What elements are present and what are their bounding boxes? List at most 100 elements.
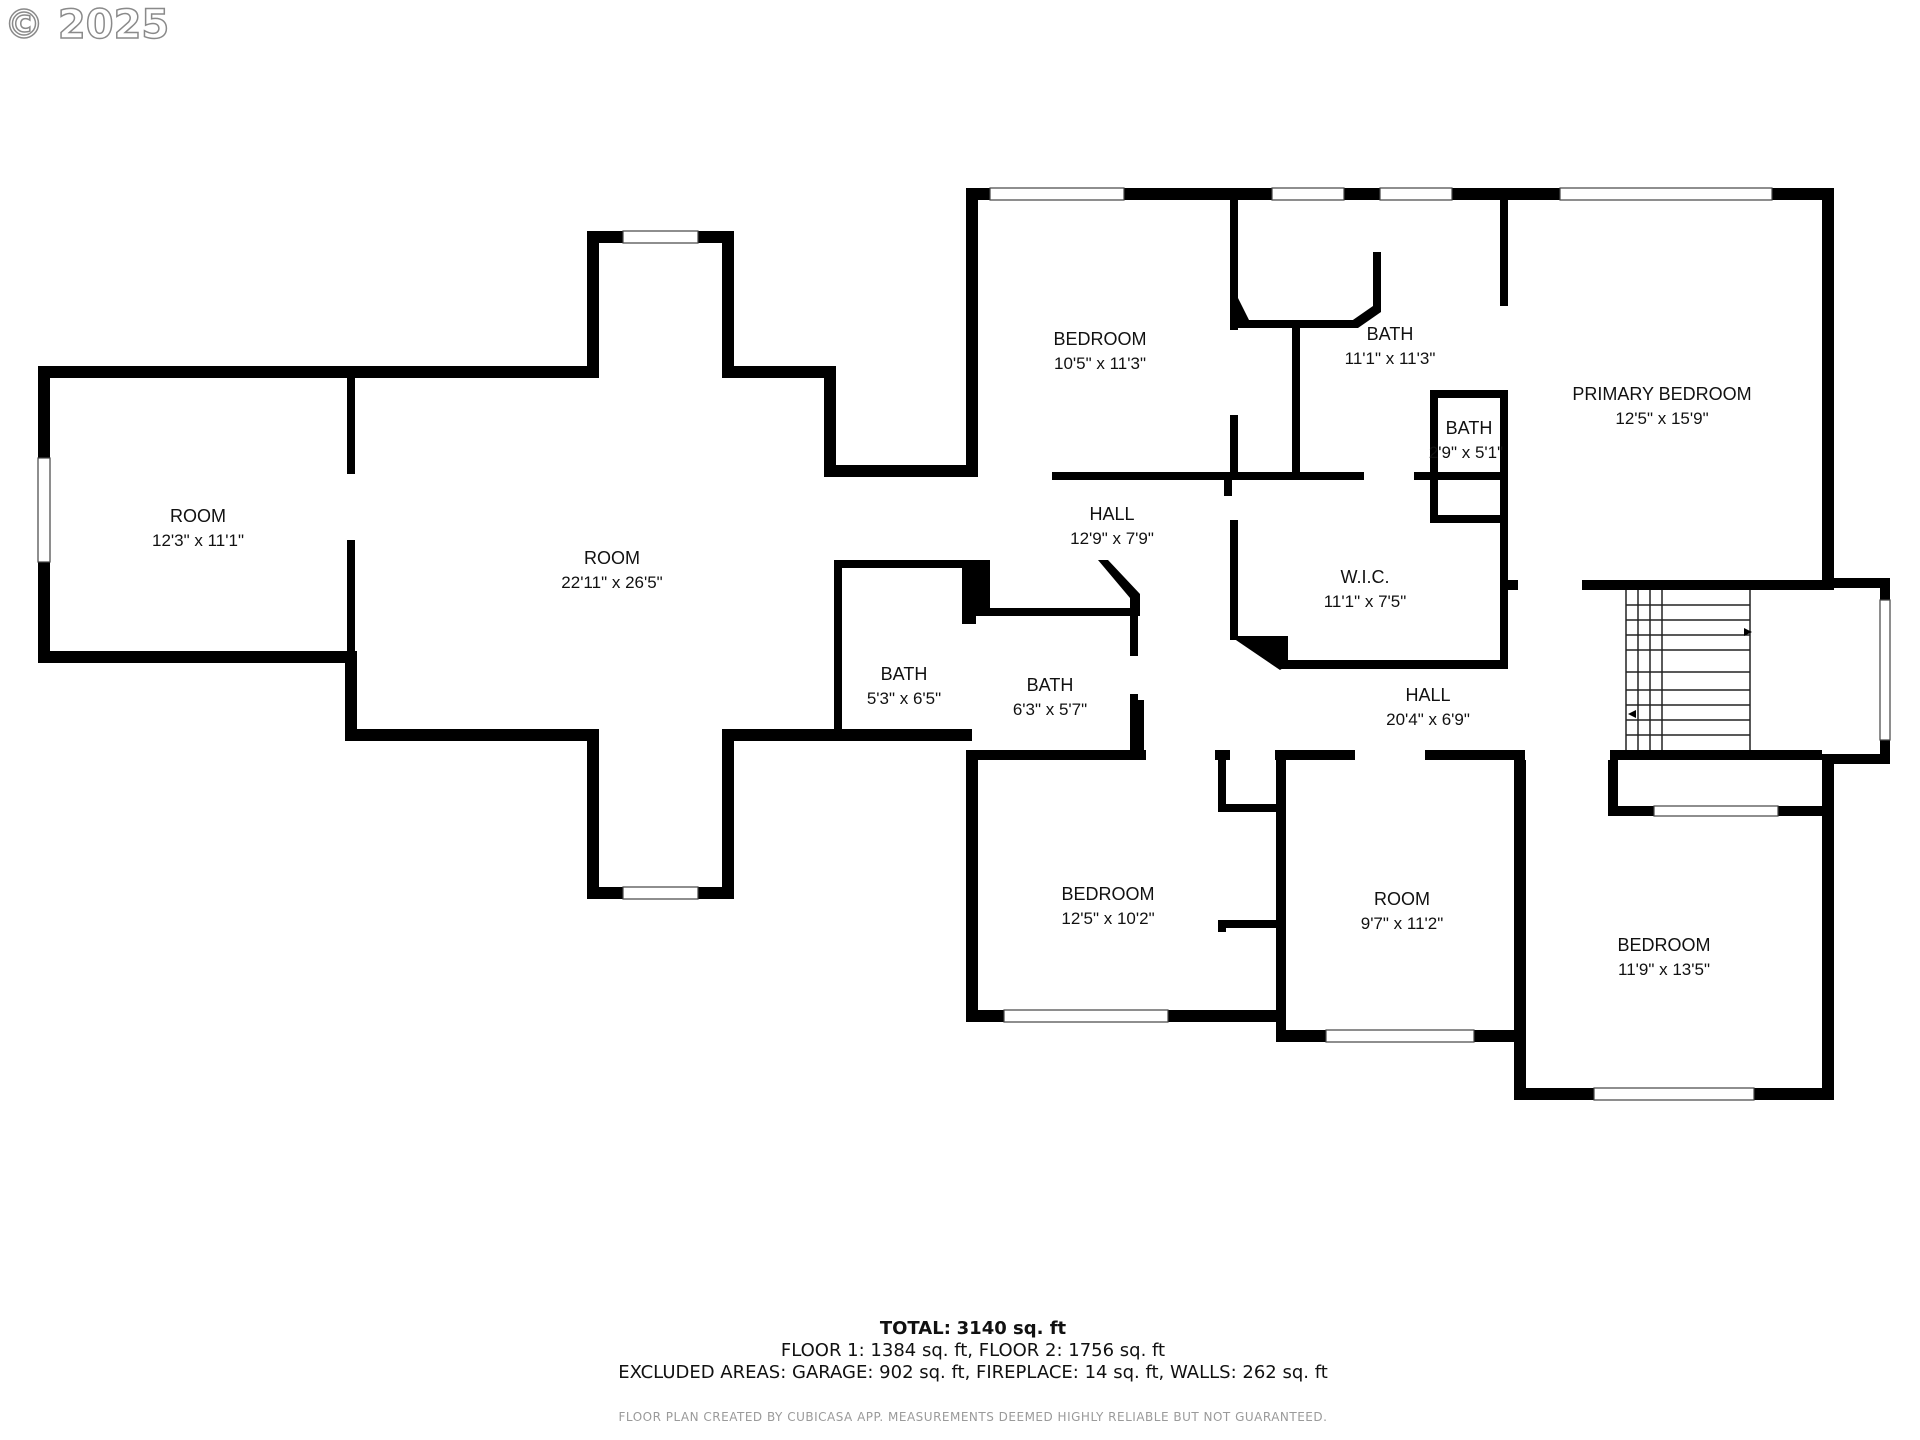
wall — [976, 608, 1136, 616]
window — [1325, 1029, 1475, 1043]
room-name: PRIMARY BEDROOM — [1572, 384, 1751, 404]
wall — [1130, 616, 1138, 656]
room-dims: 11'9" x 13'5" — [1618, 960, 1710, 979]
wall — [1500, 395, 1508, 667]
wall — [834, 560, 842, 735]
wall — [1275, 750, 1355, 760]
wall — [722, 729, 972, 741]
room-dims: 22'11" x 26'5" — [561, 573, 662, 592]
copyright-watermark: © 2025 — [3, 1, 170, 49]
wall — [1130, 694, 1138, 758]
wall — [1500, 196, 1508, 306]
room-name: BEDROOM — [1053, 329, 1146, 349]
walls — [38, 188, 1890, 1100]
windows — [37, 187, 1891, 1101]
wall — [1608, 760, 1618, 816]
excluded-line: EXCLUDED AREAS: GARAGE: 902 sq. ft, FIRE… — [618, 1362, 1328, 1383]
wall — [587, 729, 599, 899]
wall — [1822, 754, 1890, 764]
room-name: ROOM — [170, 506, 226, 526]
wall — [1215, 750, 1230, 760]
wall — [1238, 320, 1358, 328]
room-dims: 12'5" x 10'2" — [1061, 909, 1154, 928]
room-dims: 12'3" x 11'1" — [152, 531, 244, 550]
room-dims: 2'9" x 5'1" — [1429, 443, 1503, 462]
wall — [1430, 515, 1508, 523]
wall — [38, 651, 353, 663]
stair-arrow-icon — [1628, 710, 1636, 718]
window — [1003, 1009, 1169, 1023]
wall — [1098, 560, 1140, 616]
wall — [1230, 196, 1238, 330]
room-labels: ROOM 12'3" x 11'1" ROOM 22'11" x 26'5" B… — [152, 324, 1752, 979]
room-name: HALL — [1405, 685, 1450, 705]
wall — [1218, 920, 1226, 932]
wall — [1500, 590, 1508, 669]
window — [622, 886, 699, 900]
room-name: BATH — [1367, 324, 1414, 344]
window — [622, 230, 699, 244]
wall — [1136, 700, 1144, 756]
wall — [824, 366, 836, 477]
wall — [38, 366, 361, 378]
wall — [1430, 390, 1438, 520]
total-line: TOTAL: 3140 sq. ft — [0, 1318, 1920, 1340]
room-name: BATH — [881, 664, 928, 684]
room-dims: 12'5" x 15'9" — [1615, 409, 1708, 428]
room-dims: 6'3" x 5'7" — [1013, 700, 1087, 719]
wall — [1508, 580, 1518, 590]
wall — [1292, 328, 1300, 474]
wall — [1610, 750, 1822, 760]
window — [989, 187, 1125, 201]
wall — [1280, 660, 1508, 669]
wall — [1822, 760, 1834, 1100]
wall — [966, 188, 978, 477]
room-dims: 5'3" x 6'5" — [867, 689, 941, 708]
window — [1271, 187, 1345, 201]
room-dims: 12'9" x 7'9" — [1070, 529, 1154, 548]
room-name: ROOM — [584, 548, 640, 568]
wall — [1218, 804, 1284, 812]
window — [1593, 1087, 1755, 1101]
area-summary: TOTAL: 3140 sq. ft FLOOR 1: 1384 sq. ft,… — [0, 1318, 1920, 1384]
wall — [1514, 1030, 1526, 1098]
wall — [1373, 252, 1381, 312]
room-name: BEDROOM — [1061, 884, 1154, 904]
wall — [347, 540, 355, 660]
wall — [1230, 415, 1238, 475]
wall — [834, 560, 980, 568]
wall — [353, 366, 599, 378]
stair-arrow-icon — [1744, 628, 1752, 636]
wall — [722, 366, 836, 378]
wall — [1582, 580, 1834, 590]
room-dims: 20'4" x 6'9" — [1386, 710, 1470, 729]
wall — [1314, 472, 1364, 480]
room-dims: 9'7" x 11'2" — [1361, 914, 1444, 933]
wall — [347, 378, 355, 474]
wall — [1822, 188, 1834, 590]
wall — [1230, 636, 1288, 670]
disclaimer: FLOOR PLAN CREATED BY CUBICASA APP. MEAS… — [618, 1410, 1328, 1424]
wall — [1414, 472, 1508, 480]
floors-line: FLOOR 1: 1384 sq. ft, FLOOR 2: 1756 sq. … — [780, 1340, 1166, 1361]
wall — [824, 465, 970, 477]
wall — [1350, 306, 1381, 328]
room-name: ROOM — [1374, 889, 1430, 909]
wall — [587, 231, 599, 378]
total-value: 3140 sq. ft — [956, 1318, 1067, 1339]
stairs — [1625, 590, 1752, 750]
wall — [1224, 472, 1232, 496]
wall — [1052, 472, 1314, 480]
room-name: BEDROOM — [1617, 935, 1710, 955]
wall — [722, 729, 734, 899]
wall — [1514, 760, 1526, 1042]
wall — [345, 729, 599, 741]
room-name: HALL — [1089, 504, 1134, 524]
window — [37, 457, 51, 563]
wall — [1425, 750, 1525, 760]
wall — [966, 760, 978, 1020]
wall — [722, 231, 734, 378]
window — [1879, 599, 1891, 741]
room-dims: 11'1" x 11'3" — [1345, 349, 1436, 368]
